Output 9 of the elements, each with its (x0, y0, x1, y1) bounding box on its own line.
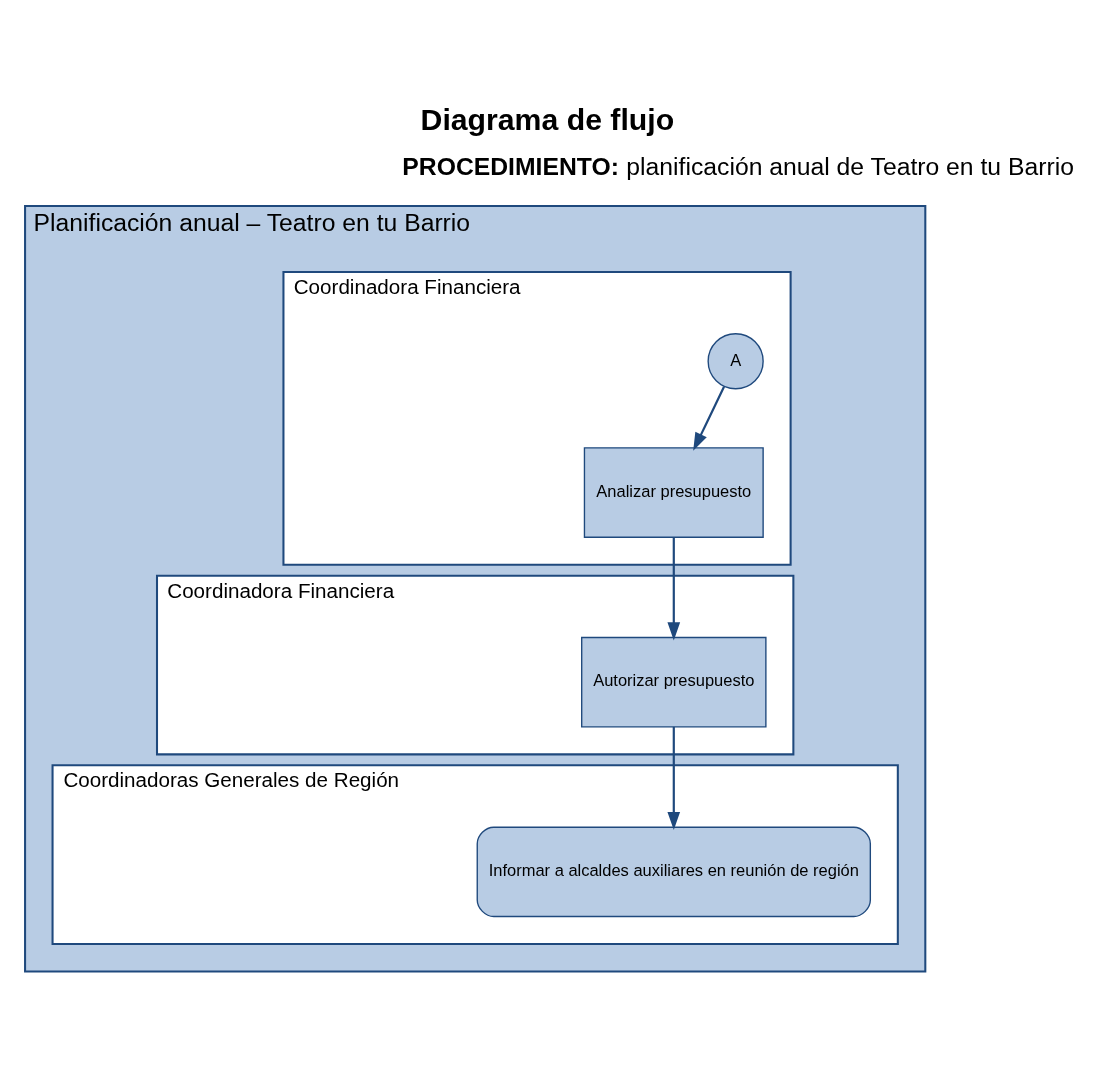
node-box: Autorizar presupuesto (581, 636, 767, 728)
label: PROCEDIMIENTO: planificación anual de Teatro en tu Barrio (402, 152, 1074, 180)
arrow (693, 386, 725, 451)
node-box: Informar a alcaldes auxiliares en reunión de región (476, 826, 871, 918)
node-circle: A (707, 333, 764, 390)
arrow (667, 537, 681, 641)
diagram-title: Diagrama de flujo (420, 102, 675, 136)
arrow (667, 726, 681, 831)
node-box: Analizar presupuesto (583, 447, 764, 538)
